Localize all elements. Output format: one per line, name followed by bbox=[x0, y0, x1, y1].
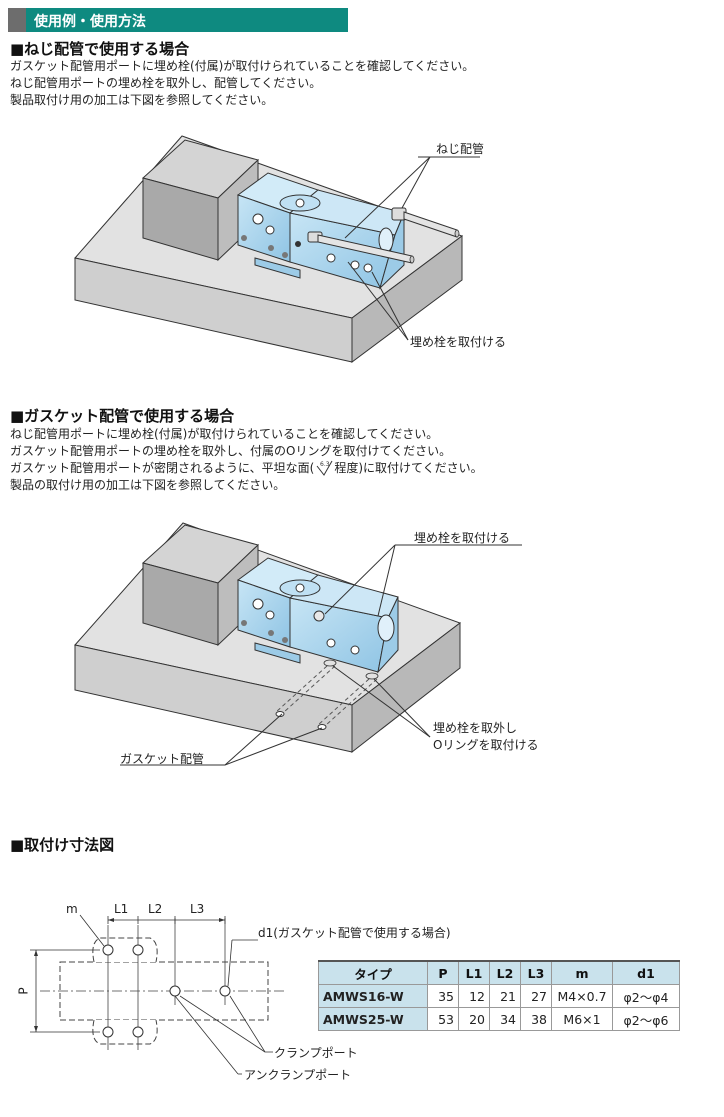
table-cell: 35 bbox=[427, 984, 459, 1008]
table-cell: 21 bbox=[489, 984, 521, 1008]
section2-line-with-symbol: ガスケット配管用ポートが密閉されるように、平坦な面( 6.3 程度)に取付けてくださ… bbox=[10, 460, 483, 477]
section2-line3-post: 程度)に取付けてください。 bbox=[334, 461, 483, 475]
section2-text: ねじ配管用ポートに埋め栓(付属)が取付けられていることを確認してください。 ガス… bbox=[10, 426, 483, 494]
dim-label-d1: d1(ガスケット配管で使用する場合) bbox=[258, 926, 451, 940]
table-cell: M6×1 bbox=[551, 1007, 613, 1031]
table-cell: M4×0.7 bbox=[551, 984, 613, 1008]
section3-title: ■取付け寸法図 bbox=[10, 836, 115, 854]
surface-finish-value: 6.3 bbox=[320, 461, 330, 468]
surface-finish-symbol: 6.3 bbox=[314, 460, 334, 476]
table-header-cell: L3 bbox=[520, 960, 552, 985]
section1-line: ガスケット配管用ポートに埋め栓(付属)が取付けられていることを確認してください。 bbox=[10, 59, 475, 73]
table-header-row: タイプ P L1 L2 L3 m d1 bbox=[318, 960, 680, 985]
screw-pipes bbox=[307, 207, 460, 264]
table-header-cell: タイプ bbox=[318, 960, 428, 985]
figure-mounting-dimensions bbox=[30, 914, 285, 1075]
section1-line: ねじ配管用ポートの埋め栓を取外し、配管してください。 bbox=[10, 76, 322, 90]
label-attach-oring: Oリングを取付ける bbox=[433, 738, 539, 752]
figure-screw-piping bbox=[74, 135, 480, 363]
table-header-cell: P bbox=[427, 960, 459, 985]
label-install-plug-fig1: 埋め栓を取付ける bbox=[410, 335, 507, 349]
label-install-plug-fig2: 埋め栓を取付ける bbox=[414, 531, 511, 545]
section2-line: ねじ配管用ポートに埋め栓(付属)が取付けられていることを確認してください。 bbox=[10, 427, 439, 441]
leader-lines-fig1 bbox=[344, 156, 480, 341]
label-screw-pipe: ねじ配管 bbox=[436, 142, 485, 156]
dimension-spec-table: タイプ P L1 L2 L3 m d1 AMWS16-W 35 12 21 27… bbox=[318, 960, 680, 1031]
dim-label-m: m bbox=[66, 902, 78, 916]
section-header: 使用例・使用方法 bbox=[8, 8, 348, 32]
table-header-cell: L2 bbox=[489, 960, 521, 985]
table-header-cell: L1 bbox=[458, 960, 490, 985]
table-cell: 12 bbox=[458, 984, 490, 1008]
table-cell: 34 bbox=[489, 1007, 521, 1031]
label-gasket-pipe: ガスケット配管 bbox=[120, 752, 205, 766]
label-clamp-port: クランプポート bbox=[274, 1046, 358, 1060]
label-remove-plug: 埋め栓を取外し bbox=[433, 721, 518, 735]
table-cell: 20 bbox=[458, 1007, 490, 1031]
gasket-pipe-dashed bbox=[275, 665, 378, 726]
table-cell: 27 bbox=[520, 984, 552, 1008]
table-cell: φ2〜φ4 bbox=[612, 984, 680, 1008]
section2-line: ガスケット配管用ポートの埋め栓を取外し、付属のOリングを取付けてください。 bbox=[10, 444, 452, 458]
label-unclamp-port: アンクランプポート bbox=[244, 1068, 352, 1082]
dim-label-l3: L3 bbox=[190, 902, 205, 916]
table-cell-type: AMWS16-W bbox=[318, 984, 428, 1008]
table-header-cell: d1 bbox=[612, 960, 680, 985]
leader-lines-fig2 bbox=[120, 544, 522, 766]
section-header-title: 使用例・使用方法 bbox=[34, 14, 146, 30]
dim-label-l2: L2 bbox=[148, 902, 163, 916]
section2-line3-pre: ガスケット配管用ポートが密閉されるように、平坦な面( bbox=[10, 461, 315, 475]
section2-line: 製品の取付け用の加工は下図を参照してください。 bbox=[10, 478, 286, 492]
section1-line: 製品取付け用の加工は下図を参照してください。 bbox=[10, 93, 274, 107]
section2-title: ■ガスケット配管で使用する場合 bbox=[10, 407, 235, 425]
table-row: AMWS16-W 35 12 21 27 M4×0.7 φ2〜φ4 bbox=[318, 984, 680, 1008]
table-cell: 53 bbox=[427, 1007, 459, 1031]
dim-label-l1: L1 bbox=[114, 902, 129, 916]
table-cell-type: AMWS25-W bbox=[318, 1007, 428, 1031]
table-header-cell: m bbox=[551, 960, 613, 985]
header-tab-marker bbox=[8, 8, 26, 32]
table-row: AMWS25-W 53 20 34 38 M6×1 φ2〜φ6 bbox=[318, 1007, 680, 1031]
table-cell: φ2〜φ6 bbox=[612, 1007, 680, 1031]
section1-title: ■ねじ配管で使用する場合 bbox=[10, 40, 190, 58]
clamp-body bbox=[236, 557, 399, 680]
figure-gasket-piping bbox=[74, 522, 522, 766]
table-cell: 38 bbox=[520, 1007, 552, 1031]
dim-label-p: P bbox=[16, 987, 31, 995]
section1-text: ガスケット配管用ポートに埋め栓(付属)が取付けられていることを確認してください。… bbox=[10, 58, 474, 109]
